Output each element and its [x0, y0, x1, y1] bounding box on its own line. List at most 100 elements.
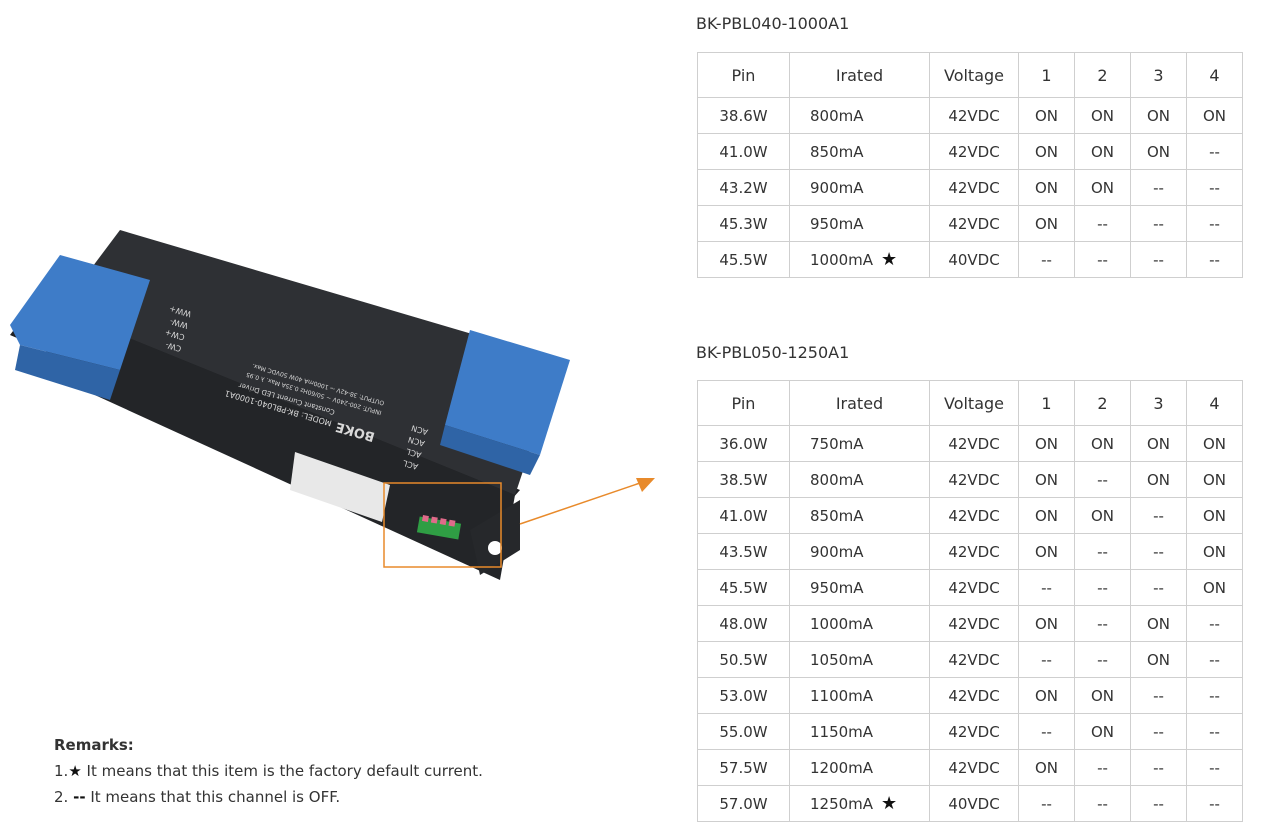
cell-switch-3: -- — [1130, 749, 1187, 786]
cell-voltage: 42VDC — [929, 605, 1019, 642]
cell-switch-2: -- — [1074, 533, 1131, 570]
cell-switch-1-text: ON — [1034, 106, 1059, 125]
header-switch-3: 3 — [1130, 380, 1187, 426]
cell-irated-text: 800mA — [810, 470, 864, 489]
cell-switch-3: -- — [1130, 205, 1187, 242]
cell-switch-4: -- — [1186, 205, 1243, 242]
cell-switch-3-text: ON — [1146, 106, 1171, 125]
cell-switch-3-text: -- — [1153, 578, 1164, 597]
cell-voltage: 40VDC — [929, 785, 1019, 822]
cell-voltage-text: 42VDC — [948, 542, 1000, 561]
cell-switch-2-text: -- — [1097, 470, 1108, 489]
cell-irated-text: 1050mA — [810, 650, 874, 669]
cell-switch-2-text: ON — [1090, 178, 1115, 197]
cell-switch-2-text: -- — [1097, 650, 1108, 669]
cell-pin-text: 45.3W — [719, 214, 768, 233]
cell-switch-2: -- — [1074, 241, 1131, 278]
cell-switch-2: ON — [1074, 497, 1131, 534]
cell-voltage: 42VDC — [929, 749, 1019, 786]
cell-switch-4: ON — [1186, 497, 1243, 534]
cell-switch-3: -- — [1130, 677, 1187, 714]
cell-pin-text: 38.5W — [719, 470, 768, 489]
remarks-title: Remarks: — [54, 736, 134, 754]
cell-switch-1-text: -- — [1041, 794, 1052, 813]
cell-switch-1: -- — [1018, 569, 1075, 606]
cell-switch-2-text: -- — [1097, 758, 1108, 777]
cell-pin: 36.0W — [697, 425, 790, 462]
cell-voltage: 42VDC — [929, 97, 1019, 134]
cell-switch-1: -- — [1018, 241, 1075, 278]
cell-switch-4: ON — [1186, 97, 1243, 134]
table-header-row: Pin Irated Voltage 1 2 3 4 — [697, 52, 1243, 98]
cell-switch-1-text: ON — [1034, 758, 1059, 777]
cell-switch-1: ON — [1018, 533, 1075, 570]
table-2-title: BK-PBL050-1250A1 — [696, 343, 850, 362]
cell-switch-3: -- — [1130, 785, 1187, 822]
cell-switch-2: -- — [1074, 569, 1131, 606]
cell-voltage: 42VDC — [929, 461, 1019, 498]
cell-pin-text: 45.5W — [719, 578, 768, 597]
header-voltage: Voltage — [929, 52, 1019, 98]
header-switch-1: 1 — [1018, 380, 1075, 426]
cell-switch-2-text: -- — [1097, 578, 1108, 597]
cell-switch-4: -- — [1186, 169, 1243, 206]
cell-switch-2: ON — [1074, 169, 1131, 206]
cell-pin-text: 57.0W — [719, 794, 768, 813]
cell-switch-4: -- — [1186, 785, 1243, 822]
cell-switch-4-text: ON — [1202, 542, 1227, 561]
cell-switch-3-text: -- — [1153, 794, 1164, 813]
cell-switch-2: -- — [1074, 641, 1131, 678]
cell-voltage: 42VDC — [929, 713, 1019, 750]
cell-pin: 43.2W — [697, 169, 790, 206]
remark-number: 2. — [54, 788, 69, 806]
driver-sv-term-1: ACL — [401, 458, 419, 471]
cell-pin: 48.0W — [697, 605, 790, 642]
cell-switch-4: ON — [1186, 461, 1243, 498]
cell-irated: 1100mA — [789, 677, 930, 714]
cell-irated-text: 850mA — [810, 142, 864, 161]
cell-switch-1-text: ON — [1034, 614, 1059, 633]
cell-switch-4-text: ON — [1202, 106, 1227, 125]
cell-voltage: 40VDC — [929, 241, 1019, 278]
cell-voltage-text: 42VDC — [948, 106, 1000, 125]
cell-switch-1: ON — [1018, 749, 1075, 786]
cell-voltage-text: 42VDC — [948, 142, 1000, 161]
cell-voltage: 42VDC — [929, 569, 1019, 606]
cell-irated-text: 750mA — [810, 434, 864, 453]
cell-pin: 55.0W — [697, 713, 790, 750]
cell-switch-1: ON — [1018, 205, 1075, 242]
cell-irated-text: 800mA — [810, 106, 864, 125]
cell-voltage-text: 40VDC — [948, 250, 1000, 269]
cell-pin: 53.0W — [697, 677, 790, 714]
cell-irated: 850mA — [789, 497, 930, 534]
cell-switch-2: -- — [1074, 785, 1131, 822]
cell-irated: 1000mA — [789, 605, 930, 642]
cell-irated-text: 1000mA — [810, 614, 874, 633]
cell-irated: 850mA — [789, 133, 930, 170]
dip-switch-3 — [439, 518, 447, 526]
header-switch-2: 2 — [1074, 380, 1131, 426]
cell-switch-4-text: -- — [1209, 722, 1220, 741]
cell-voltage: 42VDC — [929, 425, 1019, 462]
cell-voltage-text: 42VDC — [948, 506, 1000, 525]
cell-switch-1-text: -- — [1041, 650, 1052, 669]
cell-irated-text: 1100mA — [810, 686, 874, 705]
cell-switch-3: -- — [1130, 713, 1187, 750]
cell-voltage-text: 42VDC — [948, 578, 1000, 597]
cell-switch-1-text: ON — [1034, 434, 1059, 453]
header-irated: Irated — [789, 380, 930, 426]
cell-switch-2-text: ON — [1090, 434, 1115, 453]
cell-voltage: 42VDC — [929, 133, 1019, 170]
cell-switch-3: -- — [1130, 497, 1187, 534]
cell-switch-3-text: ON — [1146, 650, 1171, 669]
cell-voltage-text: 42VDC — [948, 686, 1000, 705]
cell-switch-3: ON — [1130, 97, 1187, 134]
remark-number: 1. — [54, 762, 69, 780]
cell-switch-1-text: ON — [1034, 542, 1059, 561]
